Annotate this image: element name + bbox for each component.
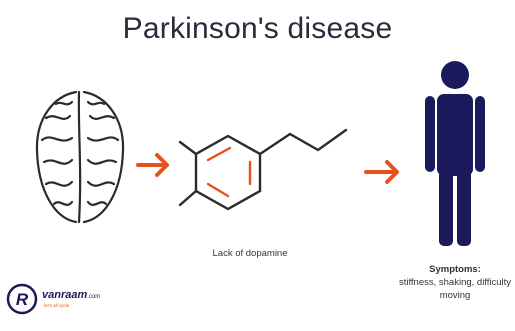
logo-tagline: let's all cycle [44, 303, 70, 308]
vanraam-logo: R vanraam.com let's all cycle [6, 279, 126, 319]
caption-lack-of-dopamine: Lack of dopamine [212, 248, 288, 259]
caption-symptoms: Symptoms: stiffness, shaking, difficulty… [385, 263, 515, 302]
symptoms-line-2: moving [439, 290, 471, 301]
logo-mark-letter: R [16, 290, 29, 309]
arrow-brain-to-molecule [136, 153, 169, 177]
diagram-title: Parkinson's disease [122, 12, 393, 45]
logo-domain: .com [87, 294, 101, 300]
person-icon [425, 61, 485, 246]
vanraam-mark-icon: R [6, 283, 38, 315]
arrow-molecule-to-symptoms [364, 160, 399, 184]
symptoms-line-1: stiffness, shaking, difficulty [398, 277, 512, 288]
symptoms-heading: Symptoms: [429, 264, 481, 275]
logo-name: vanraam.com [42, 289, 100, 301]
brain-icon [35, 90, 125, 224]
logo-name-text: vanraam [42, 289, 88, 301]
dopamine-molecule-icon [178, 128, 348, 211]
